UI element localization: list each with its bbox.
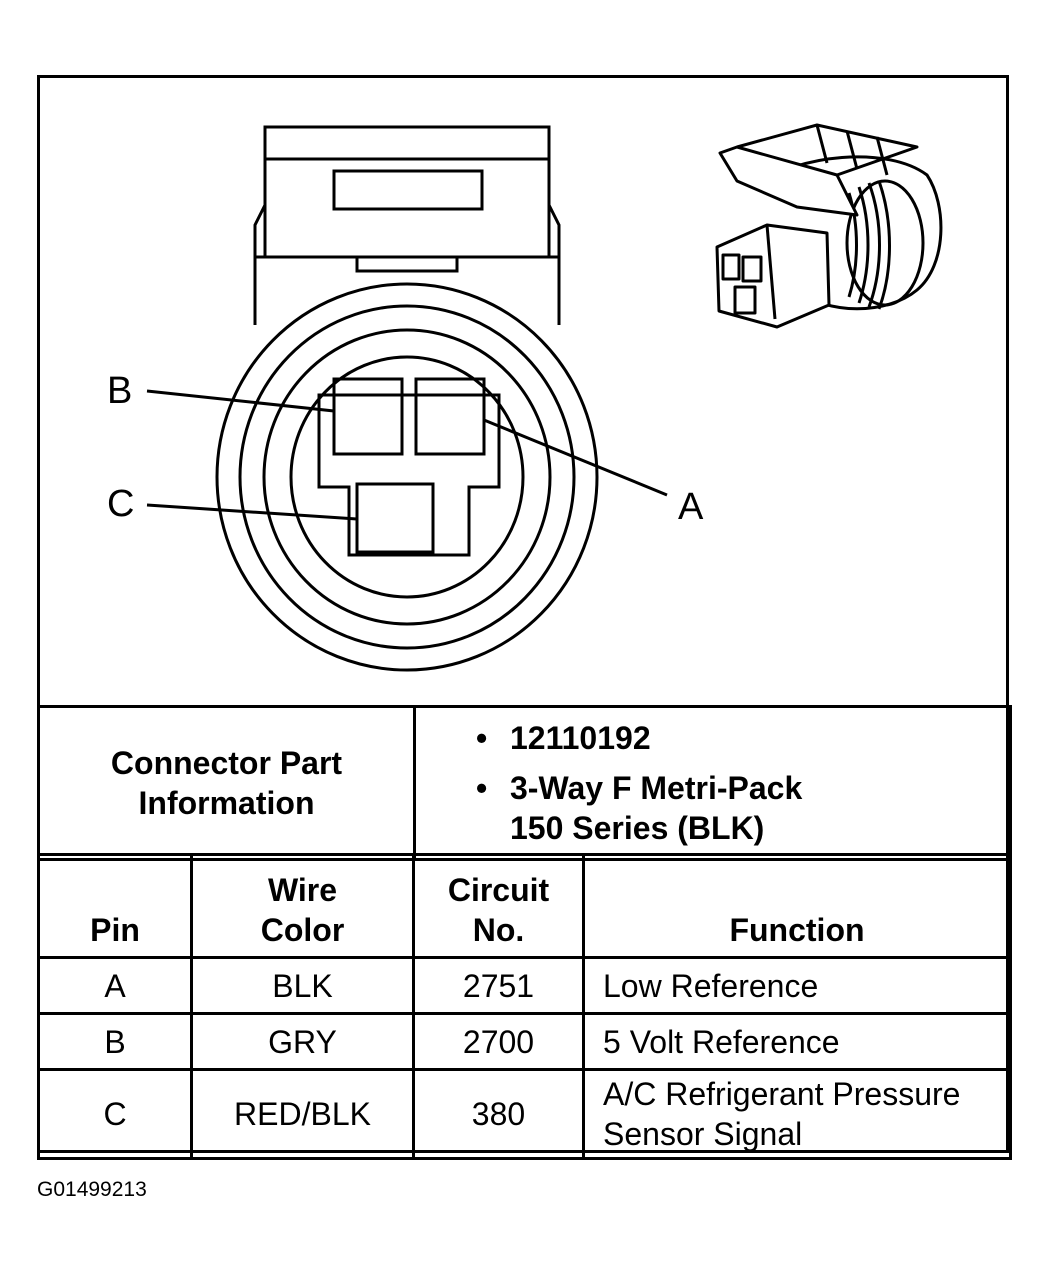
part-number: 12110192	[510, 720, 651, 756]
wire-color-cell: GRY	[190, 1012, 415, 1071]
table-row: B GRY 2700 5 Volt Reference	[37, 1012, 1012, 1071]
leader-c	[146, 503, 358, 521]
pin-cell: B	[37, 1012, 193, 1071]
terminal-a	[414, 377, 486, 456]
connector-info-table: Connector Part Information • 12110192 • …	[37, 705, 1012, 861]
pin-cell: C	[37, 1068, 193, 1160]
pin-table: Pin Wire Color Circuit No. Function A BL…	[37, 853, 1012, 1160]
connector-3d-icon	[715, 123, 943, 329]
pin-table-header: Pin Wire Color Circuit No. Function	[37, 853, 1012, 959]
figure-id: G01499213	[37, 1178, 147, 1201]
connector-housing	[253, 125, 561, 325]
callout-label-b: B	[107, 370, 133, 412]
header-pin: Pin	[37, 853, 193, 959]
pin-cell: A	[37, 956, 193, 1015]
table-row: C RED/BLK 380 A/C Refrigerant Pressure S…	[37, 1068, 1012, 1160]
description-line-1: 3-Way F Metri-Pack	[510, 770, 803, 806]
header-function: Function	[582, 853, 1012, 959]
connector-info-label-cell: Connector Part Information	[37, 705, 416, 861]
table-row: A BLK 2751 Low Reference	[37, 956, 1012, 1015]
function-cell: A/C Refrigerant Pressure Sensor Signal	[582, 1068, 1012, 1160]
connector-rings	[215, 282, 599, 672]
callout-label-a: A	[678, 486, 704, 528]
function-cell: 5 Volt Reference	[582, 1012, 1012, 1071]
connector-info-label: Connector Part Information	[110, 745, 343, 821]
circuit-cell: 380	[412, 1068, 585, 1160]
header-wire-color: Wire Color	[190, 853, 415, 959]
part-number-row: • 12110192	[476, 718, 1009, 758]
wire-color-cell: BLK	[190, 956, 415, 1015]
description-line-2: 150 Series (BLK)	[510, 810, 765, 846]
cavity-frame	[317, 393, 501, 557]
terminal-c	[355, 482, 435, 554]
connector-info-values: • 12110192 • 3-Way F Metri-Pack 150 Seri…	[413, 705, 1012, 861]
function-cell: Low Reference	[582, 956, 1012, 1015]
leader-a	[483, 418, 668, 497]
callout-label-c: C	[107, 483, 135, 525]
bullet-icon: •	[476, 720, 488, 756]
connector-face-illustration	[146, 123, 943, 672]
circuit-cell: 2751	[412, 956, 585, 1015]
terminal-b	[332, 377, 404, 456]
bullet-icon: •	[476, 770, 488, 806]
circuit-cell: 2700	[412, 1012, 585, 1071]
leader-b	[146, 389, 335, 413]
wire-color-cell: RED/BLK	[190, 1068, 415, 1160]
header-circuit: Circuit No.	[412, 853, 585, 959]
description-row: • 3-Way F Metri-Pack 150 Series (BLK)	[476, 768, 1009, 848]
